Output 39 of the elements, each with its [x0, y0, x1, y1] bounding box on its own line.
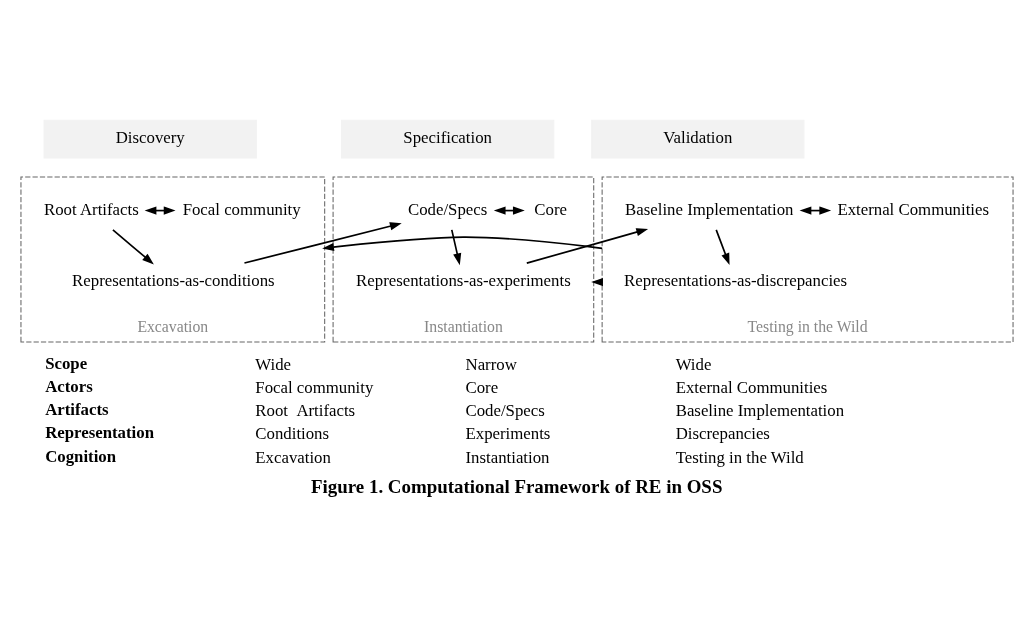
arrow: [112, 228, 154, 265]
arrow: [525, 227, 649, 264]
caption: Figure 1. Computational Framework of RE in OSS: [311, 475, 723, 497]
node-text: Root Artifacts: [44, 199, 139, 219]
node-text: Baseline Implementation: [625, 199, 794, 219]
label: Scope: [45, 353, 88, 373]
label: Artifacts: [45, 399, 109, 419]
label: Focal community: [255, 377, 374, 397]
label: Wide: [255, 354, 292, 374]
label: Core: [465, 377, 499, 397]
node-text: External Communities: [837, 199, 990, 219]
arrow: [322, 235, 603, 251]
node-text: Core: [534, 199, 567, 219]
label: Cognition: [45, 446, 117, 466]
node-text: Representations-as-conditions: [72, 270, 275, 290]
label: Instantiation: [465, 447, 550, 467]
label: Actors: [45, 376, 93, 396]
arrow: [243, 221, 402, 264]
label: Experiments: [465, 423, 551, 443]
label: Wide: [675, 354, 712, 374]
arrow: [493, 205, 525, 215]
label: Baseline Implementation: [675, 400, 845, 420]
node-text: Representations-as-discrepancies: [624, 270, 848, 290]
node-text: Focal community: [182, 199, 301, 219]
label: Narrow: [465, 354, 517, 374]
label: Testing in the Wild: [675, 447, 804, 467]
node-text: Code/Specs: [407, 199, 488, 219]
label: Discrepancies: [675, 423, 770, 443]
arrow: [799, 205, 832, 215]
label: Root Artifacts: [255, 400, 356, 420]
node-text: Representations-as-experiments: [356, 270, 571, 290]
arrow: [450, 228, 462, 265]
arrow: [144, 205, 176, 215]
arrow: [715, 228, 730, 265]
label: External Communities: [675, 377, 828, 397]
label: Code/Specs: [465, 400, 545, 420]
label: Excavation: [255, 447, 331, 467]
label: Conditions: [255, 423, 330, 443]
label: Representation: [45, 422, 154, 442]
